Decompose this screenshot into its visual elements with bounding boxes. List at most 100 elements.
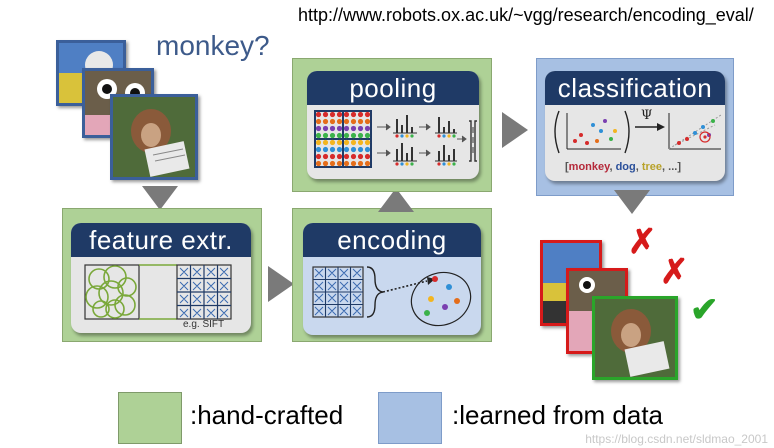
pooling-illustration xyxy=(314,110,477,168)
pooling-dot xyxy=(343,111,350,118)
pooling-dot xyxy=(350,111,357,118)
pooling-dot xyxy=(350,132,357,139)
pooling-panel: pooling xyxy=(307,71,479,179)
pooling-dot xyxy=(343,132,350,139)
feature-title: feature extr. xyxy=(71,223,251,257)
class-label-dog: dog xyxy=(615,161,636,173)
stage-feature-extraction: feature extr. e.g. SIFT xyxy=(62,208,262,342)
psi-symbol: Ψ xyxy=(641,108,652,123)
pooling-dot xyxy=(343,118,350,125)
pooling-dot xyxy=(350,153,357,160)
arrow-up-to-pooling xyxy=(378,188,414,212)
arrow-down-to-feature xyxy=(142,186,178,210)
stage-classification: classification Ψ xyxy=(536,58,734,196)
right-mark-monkey: ✔ xyxy=(690,291,719,329)
pooling-dot xyxy=(315,132,322,139)
pooling-dot xyxy=(357,132,364,139)
pooling-dot xyxy=(364,132,371,139)
pooling-dot xyxy=(357,146,364,153)
pooling-dot xyxy=(350,146,357,153)
pooling-dot xyxy=(350,125,357,132)
pooling-dot xyxy=(357,125,364,132)
pooling-title: pooling xyxy=(307,71,479,105)
input-photo-front xyxy=(110,94,198,180)
pooling-dot xyxy=(315,146,322,153)
pooling-dot xyxy=(350,160,357,167)
feature-caption: e.g. SIFT xyxy=(183,319,225,330)
legend-swatch-hand-crafted xyxy=(118,392,182,444)
feature-panel: feature extr. e.g. SIFT xyxy=(71,223,251,333)
pooling-dot xyxy=(364,111,371,118)
pooling-dot xyxy=(350,118,357,125)
pooling-dot xyxy=(322,132,329,139)
wrong-mark-child: ✗ xyxy=(660,253,689,291)
encoding-title: encoding xyxy=(303,223,481,257)
result-photo-monkey xyxy=(592,296,678,380)
pooling-dot xyxy=(357,118,364,125)
query-label: monkey? xyxy=(156,30,270,61)
pooling-dot xyxy=(343,146,350,153)
pooling-dot xyxy=(336,139,343,146)
stage-pooling: pooling xyxy=(292,58,492,192)
classification-title: classification xyxy=(545,71,725,105)
pooling-dot xyxy=(364,146,371,153)
pooling-dot xyxy=(364,160,371,167)
classification-illustration: Ψ xyxy=(554,108,722,154)
pooling-dot xyxy=(315,160,322,167)
pooling-dot xyxy=(343,139,350,146)
pooling-dot-grid xyxy=(314,110,372,168)
pooling-dot xyxy=(329,132,336,139)
wrong-mark-car: ✗ xyxy=(628,223,657,261)
pooling-dot xyxy=(315,139,322,146)
pooling-dot xyxy=(329,125,336,132)
feature-illustration xyxy=(84,264,232,320)
pooling-dot xyxy=(329,160,336,167)
class-label-rest: , ...] xyxy=(662,161,681,173)
arrow-down-to-results xyxy=(614,190,650,214)
pooling-dot xyxy=(343,125,350,132)
pooling-dot xyxy=(336,132,343,139)
pooling-dot xyxy=(350,139,357,146)
stage-encoding: encoding xyxy=(292,208,492,342)
pooling-dot xyxy=(364,139,371,146)
pooling-dot xyxy=(336,111,343,118)
pooling-dot xyxy=(336,146,343,153)
pooling-dot xyxy=(343,153,350,160)
pooling-dot xyxy=(315,125,322,132)
pooling-dot xyxy=(357,160,364,167)
pooling-dot xyxy=(357,111,364,118)
pooling-dot xyxy=(322,160,329,167)
arrow-right-to-encoding xyxy=(268,266,294,302)
pooling-dot xyxy=(357,153,364,160)
pooling-dot xyxy=(329,139,336,146)
pooling-dot xyxy=(322,146,329,153)
pooling-dot xyxy=(329,111,336,118)
pooling-dot xyxy=(322,118,329,125)
class-label-list: [monkey, dog, tree, ...] xyxy=(565,161,681,173)
pooling-dot xyxy=(364,153,371,160)
pooling-dot xyxy=(364,118,371,125)
pooling-dot xyxy=(343,160,350,167)
pooling-dot xyxy=(315,118,322,125)
pooling-dot xyxy=(329,146,336,153)
watermark: https://blog.csdn.net/sldmao_2001 xyxy=(585,432,768,446)
arrow-right-to-classification xyxy=(502,112,528,148)
pooling-dot xyxy=(315,111,322,118)
legend-label-hand-crafted: :hand-crafted xyxy=(190,400,344,430)
pooling-dot xyxy=(322,139,329,146)
pooling-dot xyxy=(329,118,336,125)
pooling-dot xyxy=(336,125,343,132)
class-bracket-open: [ xyxy=(565,161,569,173)
legend-swatch-learned xyxy=(378,392,442,444)
pooling-dot xyxy=(336,160,343,167)
class-sep-1: , xyxy=(609,161,616,173)
pooling-dot xyxy=(357,139,364,146)
class-label-monkey: monkey xyxy=(568,161,610,173)
encoding-panel: encoding xyxy=(303,223,481,335)
pooling-dot xyxy=(364,125,371,132)
classification-panel: classification Ψ xyxy=(545,71,725,181)
pooling-dot xyxy=(315,153,322,160)
source-url[interactable]: http://www.robots.ox.ac.uk/~vgg/research… xyxy=(298,5,754,25)
pooling-dot xyxy=(322,111,329,118)
pooling-dot xyxy=(322,125,329,132)
